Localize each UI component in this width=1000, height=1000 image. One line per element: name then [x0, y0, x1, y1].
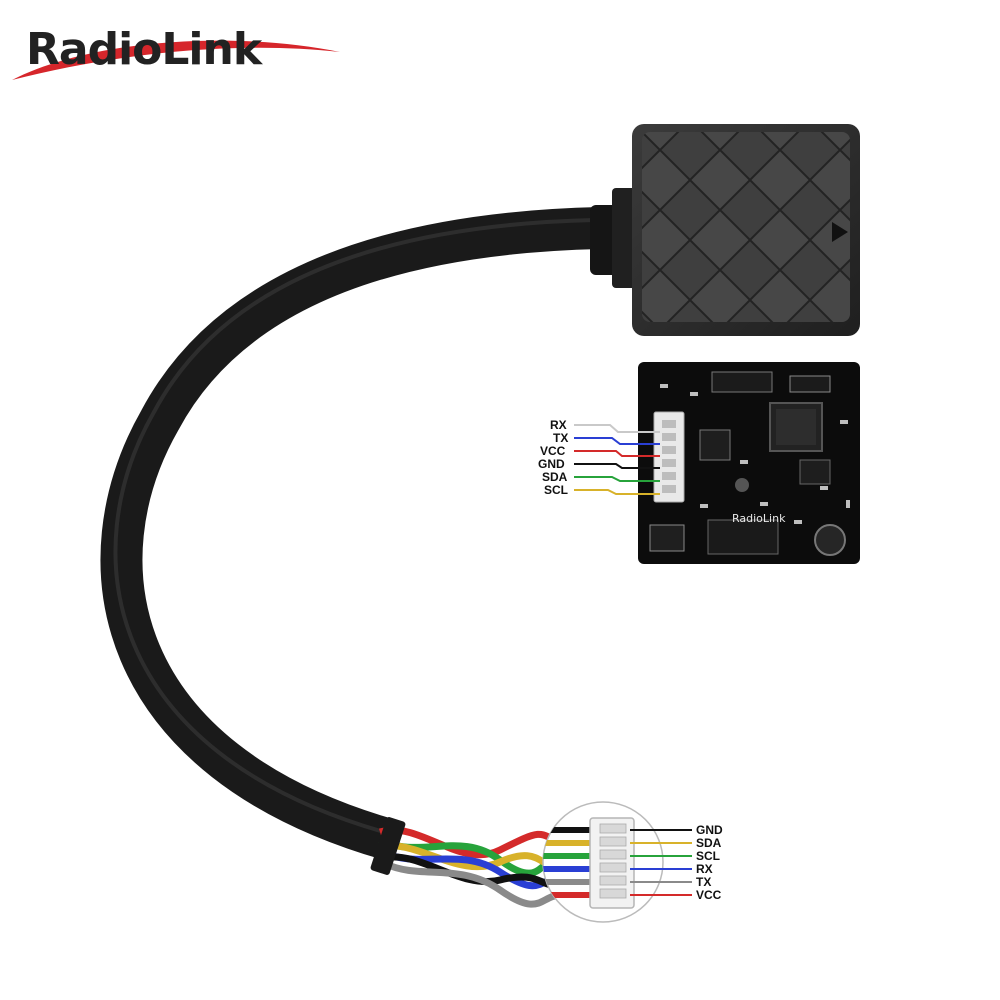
connector-pin-label: VCC	[696, 888, 722, 902]
connector-pin-label: SDA	[696, 836, 722, 850]
connector-pin-label: TX	[696, 875, 712, 889]
brand-logo: RadioLink	[26, 24, 262, 75]
connector-zoom	[542, 801, 664, 923]
direction-arrow-icon	[832, 222, 848, 242]
twisted-wires	[378, 826, 563, 908]
board-pin-label: TX	[553, 431, 569, 445]
connector-pin-label: GND	[696, 823, 723, 837]
board-pin-label: SDA	[542, 470, 568, 484]
connector-pin-label: SCL	[696, 849, 720, 863]
board-pin-label: GND	[538, 457, 565, 471]
board-pin-label: RX	[550, 418, 567, 432]
connector-leader-lines	[630, 829, 692, 896]
pcb-board	[638, 362, 860, 564]
logo-swoosh	[12, 40, 340, 80]
connector-pin-label: RX	[696, 862, 713, 876]
gps-module-case	[632, 124, 860, 336]
board-pin-label: SCL	[544, 483, 568, 497]
board-pin-label: VCC	[540, 444, 566, 458]
pcb-silkscreen: RadioLink	[732, 512, 786, 525]
cable	[100, 207, 601, 861]
board-pin-wires	[574, 424, 660, 495]
